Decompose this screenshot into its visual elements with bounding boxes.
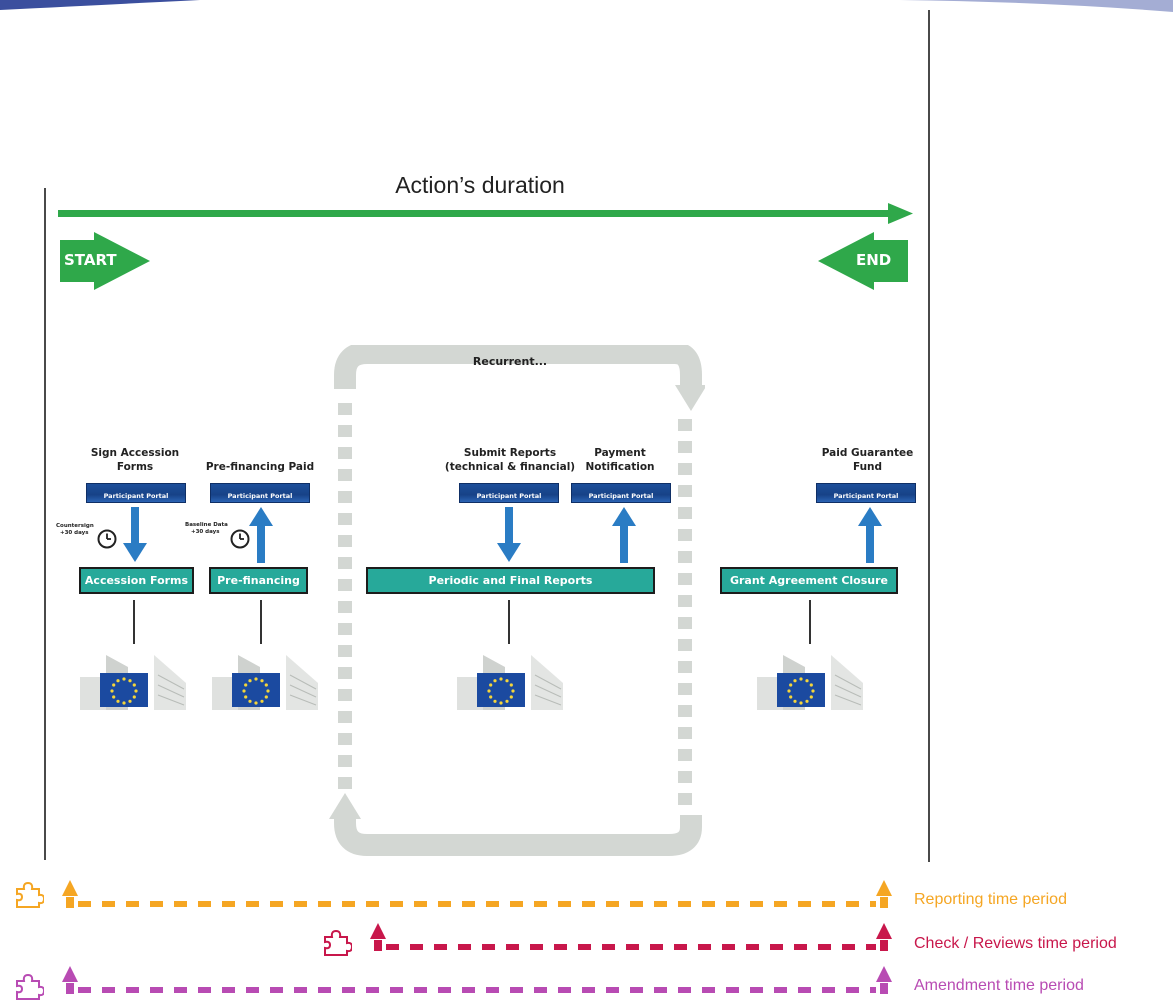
eu-building-icon: [80, 655, 186, 710]
arrow-up-icon: [249, 507, 273, 563]
connector-line: [133, 600, 135, 644]
start-arrow-shape: [60, 232, 150, 290]
periodic-final-reports-box: Periodic and Final Reports: [366, 567, 655, 594]
eu-building-icon: [212, 655, 318, 710]
step-reports-caption-line2: (technical & financial): [444, 461, 576, 473]
participant-portal-logo: Participant Portal: [210, 483, 310, 503]
start-boundary-line: [44, 188, 46, 860]
participant-portal-logo: Participant Portal: [816, 483, 916, 503]
countersign-note-line1: Countersign: [56, 523, 94, 529]
start-label: START: [64, 251, 117, 269]
eu-building-icon: [457, 655, 563, 710]
arrow-down-icon: [497, 507, 521, 562]
step-accession-caption-line1: Sign Accession: [90, 447, 180, 459]
arrow-up-icon: [858, 507, 882, 563]
amendment-period-line: [62, 966, 892, 994]
eu-building-icon: [757, 655, 863, 710]
participant-portal-logo: Participant Portal: [86, 483, 186, 503]
legend-amendment-label: Amendment time period: [914, 977, 1084, 994]
portal-label: Participant Portal: [588, 492, 654, 500]
duration-arrow: [58, 203, 913, 224]
reporting-period-line: [62, 880, 892, 908]
puzzle-icon: [16, 881, 44, 908]
arrow-down-icon: [123, 507, 147, 562]
step-prefinancing-caption: Pre-financing Paid: [205, 461, 315, 473]
legend-reviews-label: Check / Reviews time period: [914, 935, 1117, 952]
step-guarantee-caption-line2: Fund: [852, 461, 883, 473]
arrow-up-icon: [612, 507, 636, 563]
header-swoosh: [0, 0, 1173, 12]
step-payment-caption-line2: Notification: [585, 461, 655, 473]
puzzle-icon: [16, 973, 44, 1000]
connector-line: [508, 600, 510, 644]
recurrent-label: Recurrent...: [472, 355, 548, 368]
end-boundary-line: [928, 10, 930, 862]
baseline-note-line1: Baseline Data: [185, 522, 228, 528]
diagram-title: Action’s duration: [395, 172, 565, 198]
reviews-period-line: [370, 923, 892, 951]
step-guarantee-caption-line1: Paid Guarantee: [821, 447, 914, 459]
prefinancing-box: Pre-financing: [209, 567, 308, 594]
portal-label: Participant Portal: [833, 492, 899, 500]
puzzle-icon: [324, 929, 352, 956]
step-reports-caption-line1: Submit Reports: [463, 447, 557, 459]
participant-portal-logo: Participant Portal: [459, 483, 559, 503]
clock-icon: [97, 529, 117, 549]
countersign-note-line2: +30 days: [60, 530, 89, 536]
step-accession-caption-line2: Forms: [116, 461, 154, 473]
step-payment-caption-line1: Payment: [594, 447, 646, 459]
legend-reporting-label: Reporting time period: [914, 891, 1067, 908]
connector-line: [809, 600, 811, 644]
recurrent-cycle: [329, 345, 705, 856]
participant-portal-logo: Participant Portal: [571, 483, 671, 503]
portal-label: Participant Portal: [103, 492, 169, 500]
end-label: END: [856, 251, 892, 269]
clock-icon: [230, 529, 250, 549]
baseline-note-line2: +30 days: [191, 529, 220, 535]
connector-line: [260, 600, 262, 644]
portal-label: Participant Portal: [476, 492, 542, 500]
end-arrow-shape: [818, 232, 908, 290]
portal-label: Participant Portal: [227, 492, 293, 500]
accession-forms-box: Accession Forms: [79, 567, 194, 594]
grant-agreement-closure-box: Grant Agreement Closure: [720, 567, 898, 594]
